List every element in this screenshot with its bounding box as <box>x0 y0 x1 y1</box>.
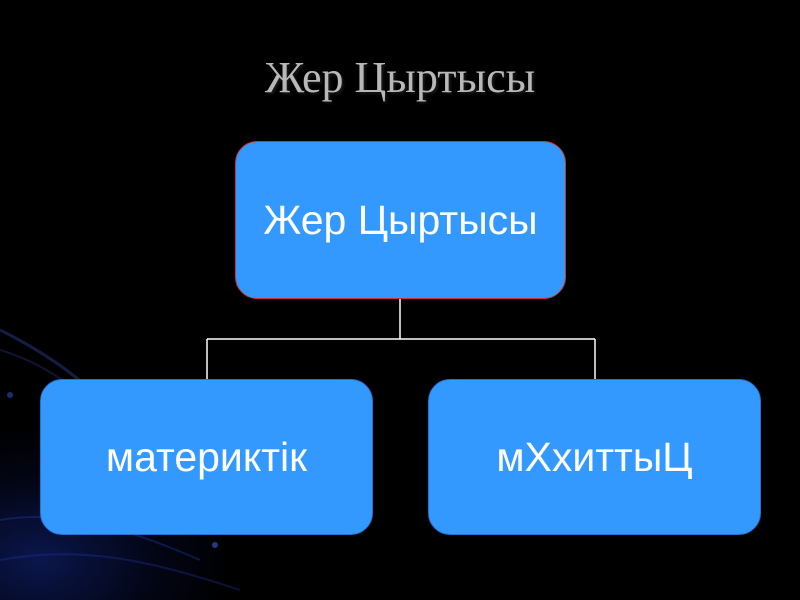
diagram-child-node-continental: материктік <box>40 379 373 535</box>
child-node-label: материктік <box>105 433 308 480</box>
root-node-label: Жер Цыртысы <box>263 196 538 243</box>
diagram-child-node-oceanic: мХхиттыЦ <box>428 379 761 535</box>
child-node-label: мХхиттыЦ <box>496 433 693 480</box>
slide-title: Жер Цыртысы <box>264 53 536 102</box>
diagram-root-node: Жер Цыртысы <box>235 141 566 299</box>
